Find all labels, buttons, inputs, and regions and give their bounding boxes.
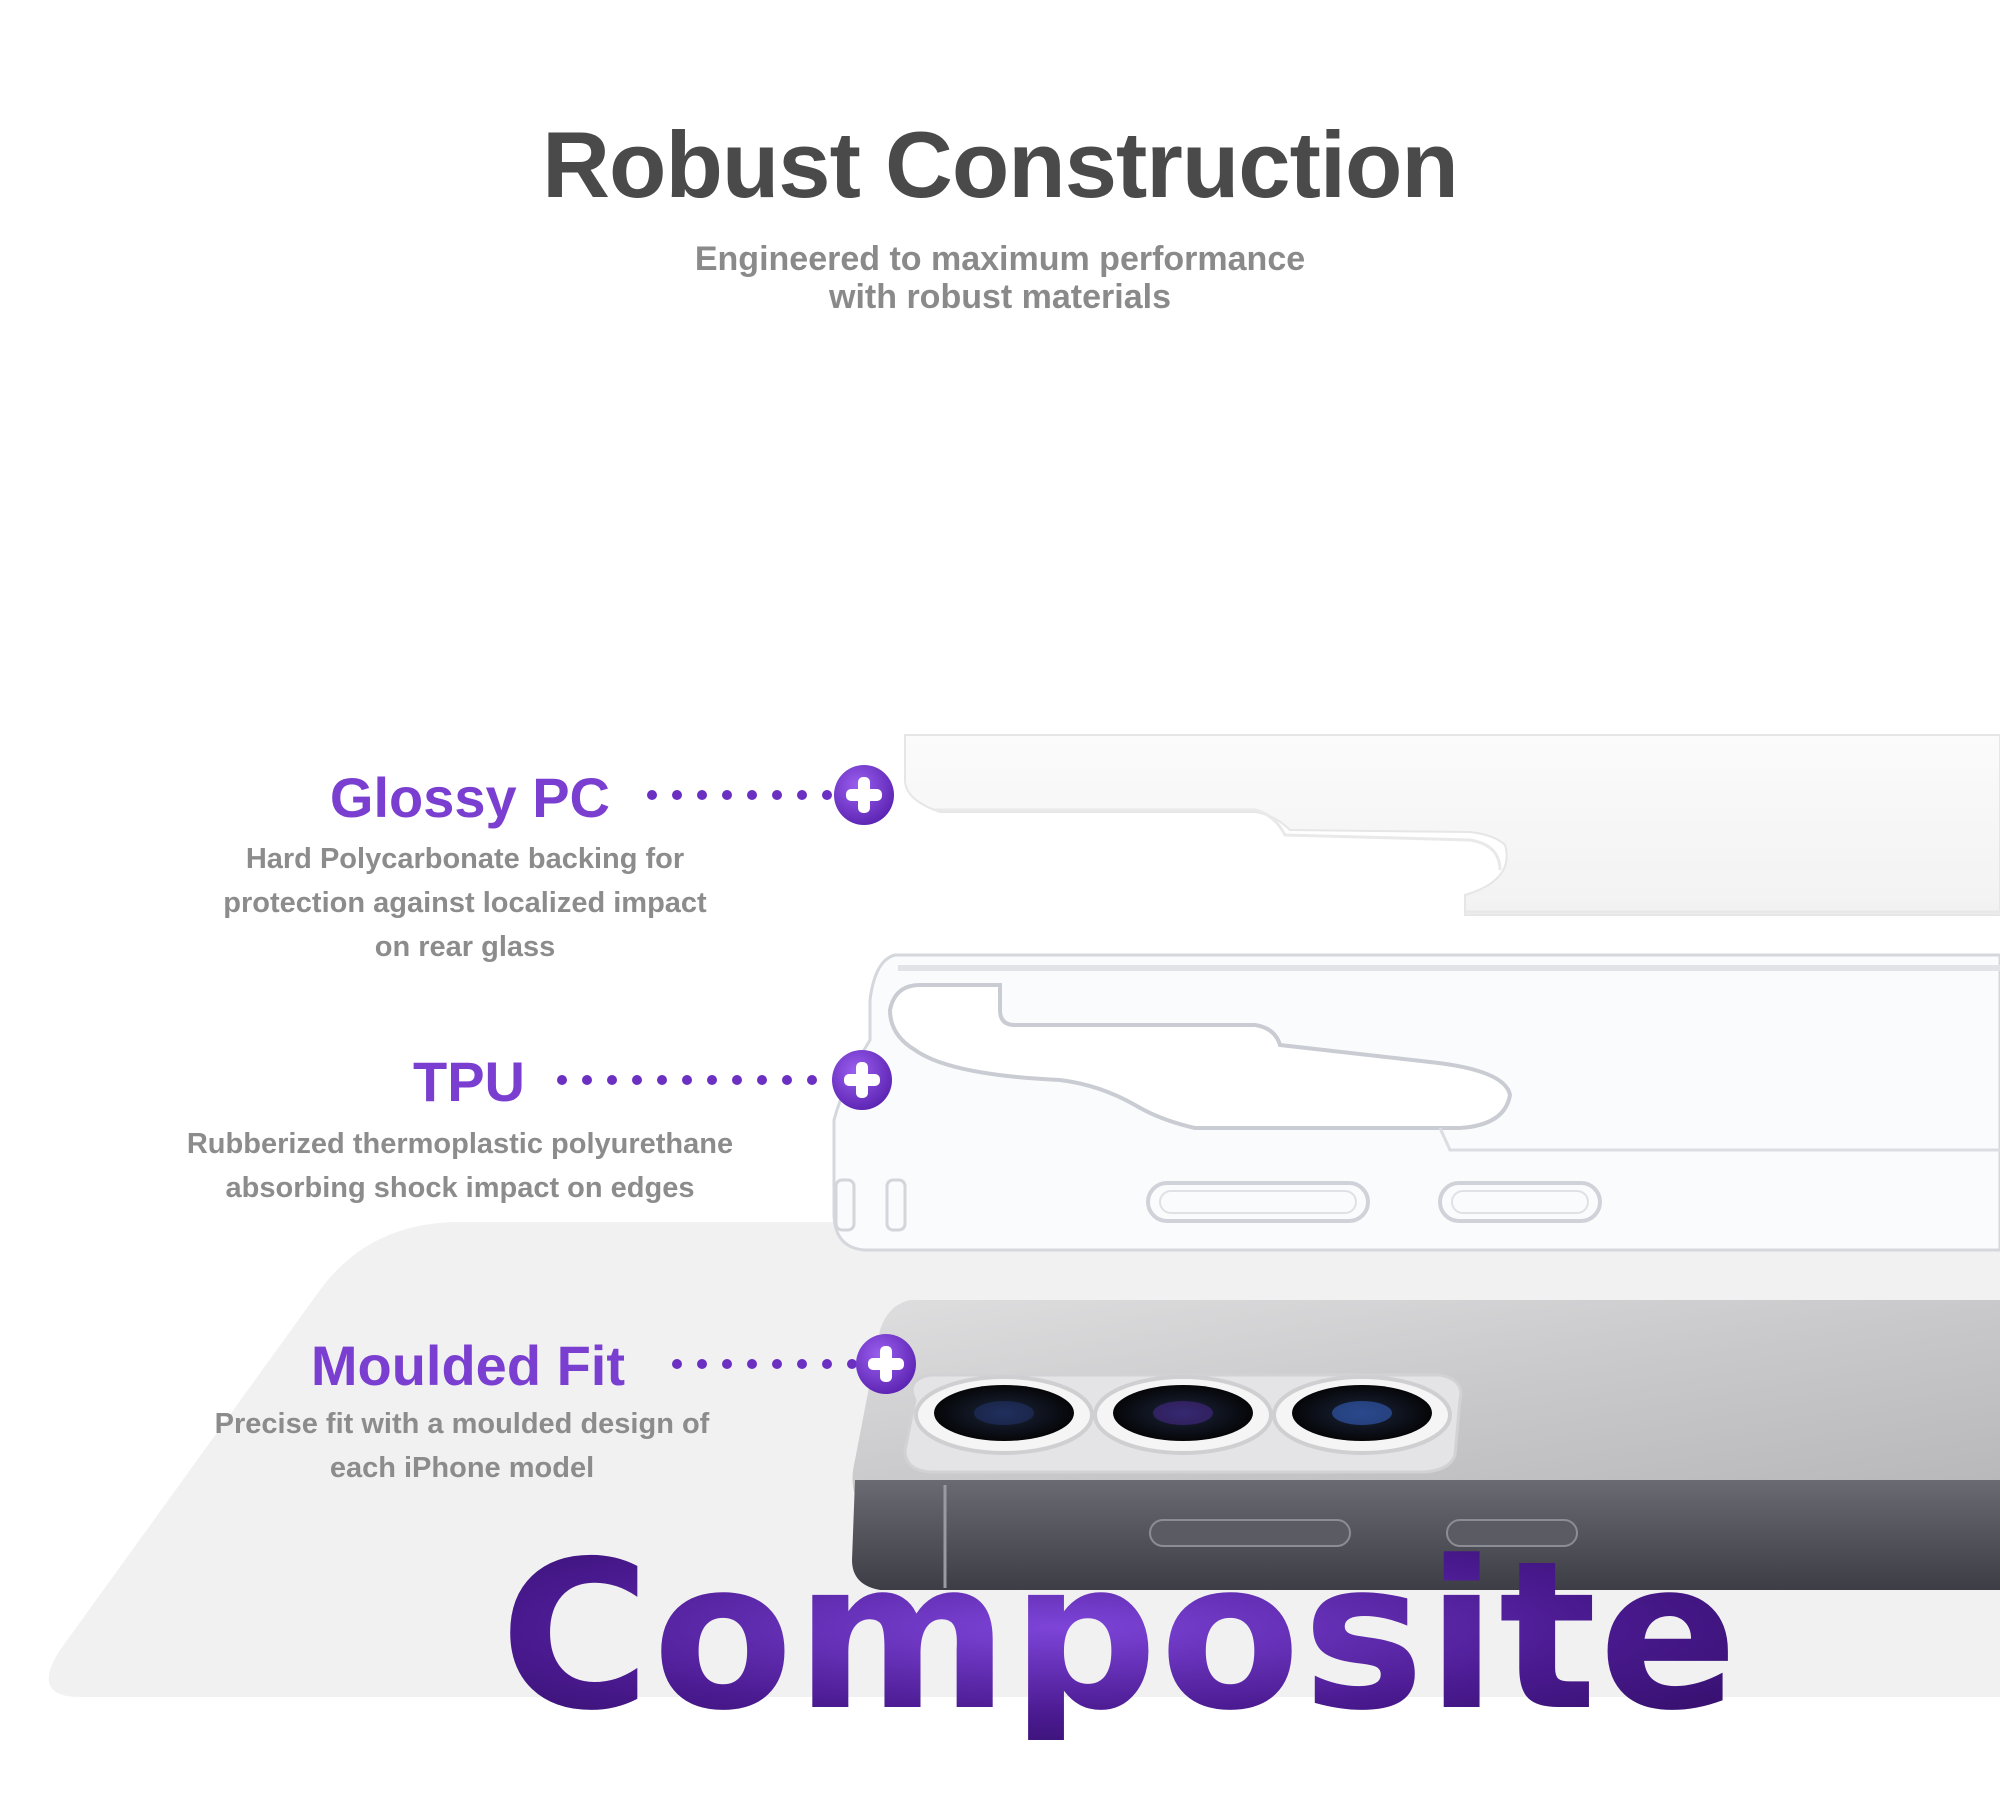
camera-lens <box>914 1375 1094 1455</box>
subtitle-line: Engineered to maximum performance <box>694 240 1306 278</box>
description-line: Hard Polycarbonate backing for <box>245 843 685 875</box>
page-title: Robust Construction <box>542 112 1459 217</box>
feature-description-glossy-pc: Hard Polycarbonate backing for protectio… <box>165 837 765 969</box>
feature-title-tpu: TPU <box>413 1050 525 1113</box>
tpu-layer <box>832 953 2000 1252</box>
description-line: on rear glass <box>374 931 556 963</box>
feature-description-tpu: Rubberized thermoplastic polyurethane ab… <box>150 1122 770 1210</box>
plus-icon <box>856 1334 916 1394</box>
glossy-pc-layer <box>904 734 2000 916</box>
leader-line <box>672 1359 857 1369</box>
description-line: Precise fit with a moulded design of <box>214 1408 710 1440</box>
description-line: Rubberized thermoplastic polyurethane <box>186 1128 734 1160</box>
description-line: protection against localized impact <box>223 887 707 919</box>
page-subtitle: Engineered to maximum performance with r… <box>0 240 2000 316</box>
phone-device <box>852 1300 2000 1590</box>
plus-icon <box>834 765 894 825</box>
camera-lens <box>1093 1375 1273 1455</box>
feature-description-moulded-fit: Precise fit with a moulded design of eac… <box>162 1402 762 1490</box>
subtitle-line: with robust materials <box>829 278 1171 316</box>
leader-line <box>557 1075 842 1085</box>
description-line: absorbing shock impact on edges <box>225 1172 695 1204</box>
feature-title-moulded-fit: Moulded Fit <box>310 1334 625 1397</box>
feature-title-glossy-pc: Glossy PC <box>329 766 610 829</box>
camera-lens <box>1272 1375 1452 1455</box>
description-line: each iPhone model <box>329 1452 595 1484</box>
brand-wordmark: Composite <box>500 1518 1740 1756</box>
leader-line <box>647 790 832 800</box>
plus-icon <box>832 1050 892 1110</box>
